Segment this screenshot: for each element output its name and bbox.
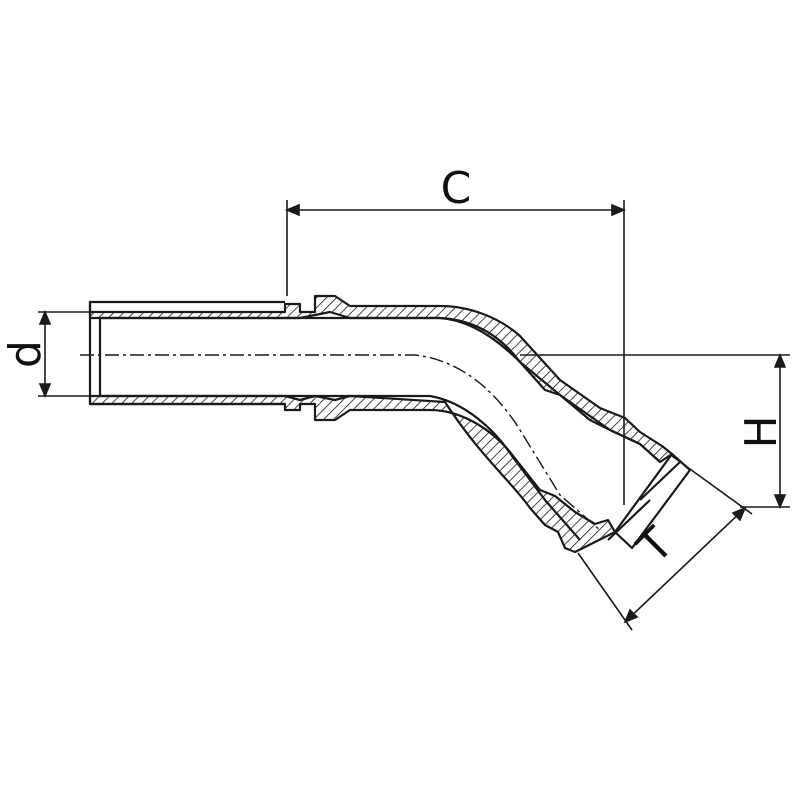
centerline [80, 354, 601, 531]
dimension-c [284, 200, 627, 505]
fitting-body [88, 294, 692, 554]
d-arrow-top [38, 309, 52, 325]
h-arrow-top [773, 352, 787, 368]
d-arrow-bottom [38, 383, 52, 399]
t-extension-top [671, 455, 753, 515]
dimension-c-label: C [441, 163, 472, 214]
t-arrow-top [731, 506, 747, 522]
dimension-h-label: H [736, 415, 787, 448]
c-arrow-left [284, 203, 300, 217]
t-dimension-line [624, 507, 746, 623]
c-arrow-right [611, 203, 627, 217]
flange-face-groove [607, 461, 681, 541]
bore-outline [98, 316, 641, 541]
dimension-h [520, 352, 790, 510]
h-arrow-bottom [773, 494, 787, 510]
dimension-d [38, 309, 90, 399]
t-extension-bottom [577, 552, 633, 631]
tail-outline [88, 300, 285, 406]
bottom-wall-section [88, 394, 617, 554]
dimension-d-label: d [0, 340, 51, 368]
top-wall-section [88, 294, 674, 464]
t-arrow-bottom [623, 608, 639, 624]
dimension-t [577, 455, 753, 631]
